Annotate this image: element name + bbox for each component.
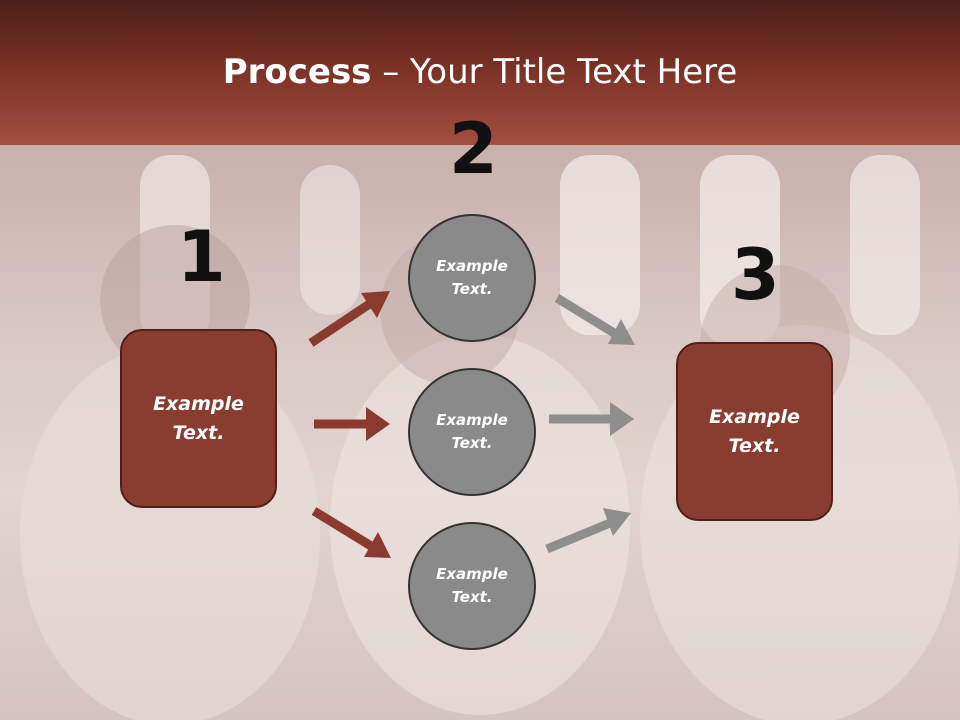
step-number-3: 3 bbox=[731, 234, 780, 316]
circle-middle-line2: Text. bbox=[451, 434, 493, 452]
step-box-1-line2: Text. bbox=[172, 421, 225, 444]
arrow-red-down bbox=[311, 507, 391, 558]
circle-top-line1: Example bbox=[436, 257, 508, 275]
step-box-1[interactable]: Example Text. bbox=[120, 329, 277, 508]
arrow-gray-right bbox=[549, 402, 634, 436]
circle-middle-line1: Example bbox=[436, 411, 508, 429]
step-number-2: 2 bbox=[449, 108, 498, 190]
slide-title: Process – Your Title Text Here bbox=[0, 52, 960, 92]
arrow-gray-down bbox=[554, 294, 635, 345]
title-rest: – Your Title Text Here bbox=[371, 52, 738, 92]
step-box-3-line2: Text. bbox=[728, 434, 781, 457]
step-box-3[interactable]: Example Text. bbox=[676, 342, 833, 521]
arrow-red-right bbox=[314, 407, 390, 441]
circle-bottom-line2: Text. bbox=[451, 588, 493, 606]
step-box-1-line1: Example bbox=[153, 392, 244, 415]
step-circle-top[interactable]: Example Text. bbox=[408, 214, 536, 342]
arrow-red-up bbox=[308, 291, 390, 347]
step-circle-bottom[interactable]: Example Text. bbox=[408, 522, 536, 650]
circle-top-line2: Text. bbox=[451, 280, 493, 298]
title-bar bbox=[0, 0, 960, 145]
step-number-1: 1 bbox=[177, 216, 226, 298]
step-circle-middle[interactable]: Example Text. bbox=[408, 368, 536, 496]
circle-bottom-line1: Example bbox=[436, 565, 508, 583]
arrow-gray-up bbox=[545, 508, 631, 554]
step-box-3-line1: Example bbox=[709, 405, 800, 428]
title-bold: Process bbox=[222, 52, 372, 92]
